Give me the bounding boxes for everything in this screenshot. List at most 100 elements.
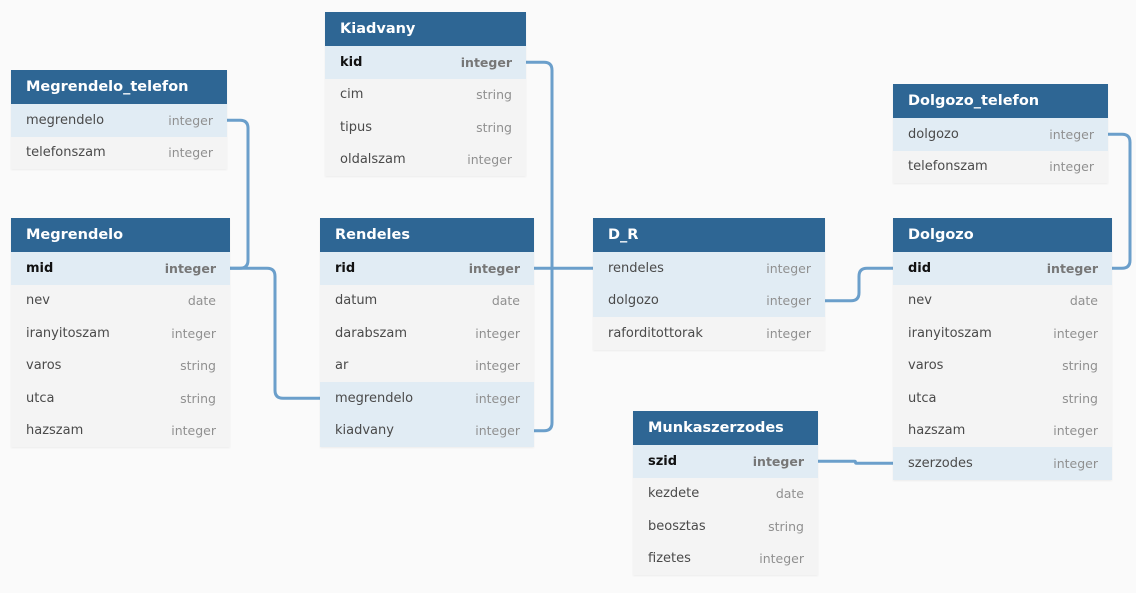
field-row-did[interactable]: did integer [893, 252, 1112, 285]
field-name: varos [908, 358, 944, 374]
field-type: integer [475, 325, 520, 341]
field-name: kiadvany [335, 423, 394, 439]
field-row-oldalszam[interactable]: oldalszam integer [325, 143, 526, 176]
field-type: integer [168, 112, 213, 128]
field-row-utca[interactable]: utca string [893, 382, 1112, 415]
table-title[interactable]: Megrendelo [11, 218, 230, 252]
field-name: kezdete [648, 486, 700, 502]
field-name: oldalszam [340, 152, 406, 168]
field-name: darabszam [335, 325, 408, 341]
field-row-telefonszam[interactable]: telefonszam integer [893, 150, 1108, 183]
field-name: mid [26, 260, 54, 276]
field-name: kid [340, 54, 363, 70]
table-title[interactable]: Kiadvany [325, 12, 526, 46]
field-type: integer [1046, 260, 1098, 276]
field-type: string [1062, 390, 1098, 406]
field-name: hazszam [26, 423, 84, 439]
field-type: integer [766, 325, 811, 341]
field-type: integer [467, 152, 512, 168]
field-name: dolgozo [608, 293, 659, 309]
table-title[interactable]: Rendeles [320, 218, 534, 252]
table-title[interactable]: Dolgozo [893, 218, 1112, 252]
field-type: integer [1053, 325, 1098, 341]
field-type: integer [752, 453, 804, 469]
field-name: iranyitoszam [26, 325, 110, 341]
field-row-kezdete[interactable]: kezdete date [633, 477, 818, 510]
field-row-nev[interactable]: nev date [11, 284, 230, 317]
field-name: ar [335, 358, 349, 374]
field-name: nev [26, 293, 50, 309]
field-name: szid [648, 453, 678, 469]
field-name: telefonszam [26, 145, 106, 161]
table-munkaszerzodes[interactable]: Munkaszerzodes szid integer kezdete date beos… [633, 411, 818, 575]
field-name: cim [340, 87, 364, 103]
field-type: date [1069, 293, 1098, 309]
field-type: integer [759, 551, 804, 567]
table-title[interactable]: Dolgozo_telefon [893, 84, 1108, 118]
field-type: date [775, 486, 804, 502]
field-name: utca [908, 390, 937, 406]
field-row-megrendelo[interactable]: megrendelo integer [320, 382, 534, 415]
field-row-megrendelo[interactable]: megrendelo integer [11, 104, 227, 137]
field-type: date [491, 293, 520, 309]
field-type: integer [475, 390, 520, 406]
table-megrendelo-telefon[interactable]: Megrendelo_telefon megrendelo integer telef… [11, 70, 227, 169]
relation-line-6[interactable] [818, 459, 893, 465]
field-name: megrendelo [335, 390, 414, 406]
field-row-szid[interactable]: szid integer [633, 445, 818, 478]
table-title[interactable]: Munkaszerzodes [633, 411, 818, 445]
field-type: integer [1053, 423, 1098, 439]
table-title[interactable]: D_R [593, 218, 825, 252]
field-name: rid [335, 260, 356, 276]
field-row-darabszam[interactable]: darabszam integer [320, 317, 534, 350]
field-row-cim[interactable]: cim string [325, 78, 526, 111]
field-type: integer [164, 260, 216, 276]
relation-line-0[interactable] [227, 118, 250, 270]
relation-line-4[interactable] [825, 266, 893, 303]
field-name: megrendelo [26, 112, 105, 128]
field-type: string [1062, 358, 1098, 374]
field-row-hazszam[interactable]: hazszam integer [11, 414, 230, 447]
field-name: tipus [340, 119, 372, 135]
field-row-mid[interactable]: mid integer [11, 252, 230, 285]
field-type: integer [1049, 159, 1094, 175]
field-type: string [180, 390, 216, 406]
field-type: date [187, 293, 216, 309]
field-name: did [908, 260, 932, 276]
field-type: integer [171, 423, 216, 439]
field-row-varos[interactable]: varos string [893, 349, 1112, 382]
field-type: string [476, 119, 512, 135]
table-title[interactable]: Megrendelo_telefon [11, 70, 227, 104]
field-type: string [180, 358, 216, 374]
field-type: string [476, 87, 512, 103]
field-type: string [768, 518, 804, 534]
relation-line-1[interactable] [230, 266, 320, 400]
field-name: telefonszam [908, 159, 988, 175]
field-row-tipus[interactable]: tipus string [325, 111, 526, 144]
